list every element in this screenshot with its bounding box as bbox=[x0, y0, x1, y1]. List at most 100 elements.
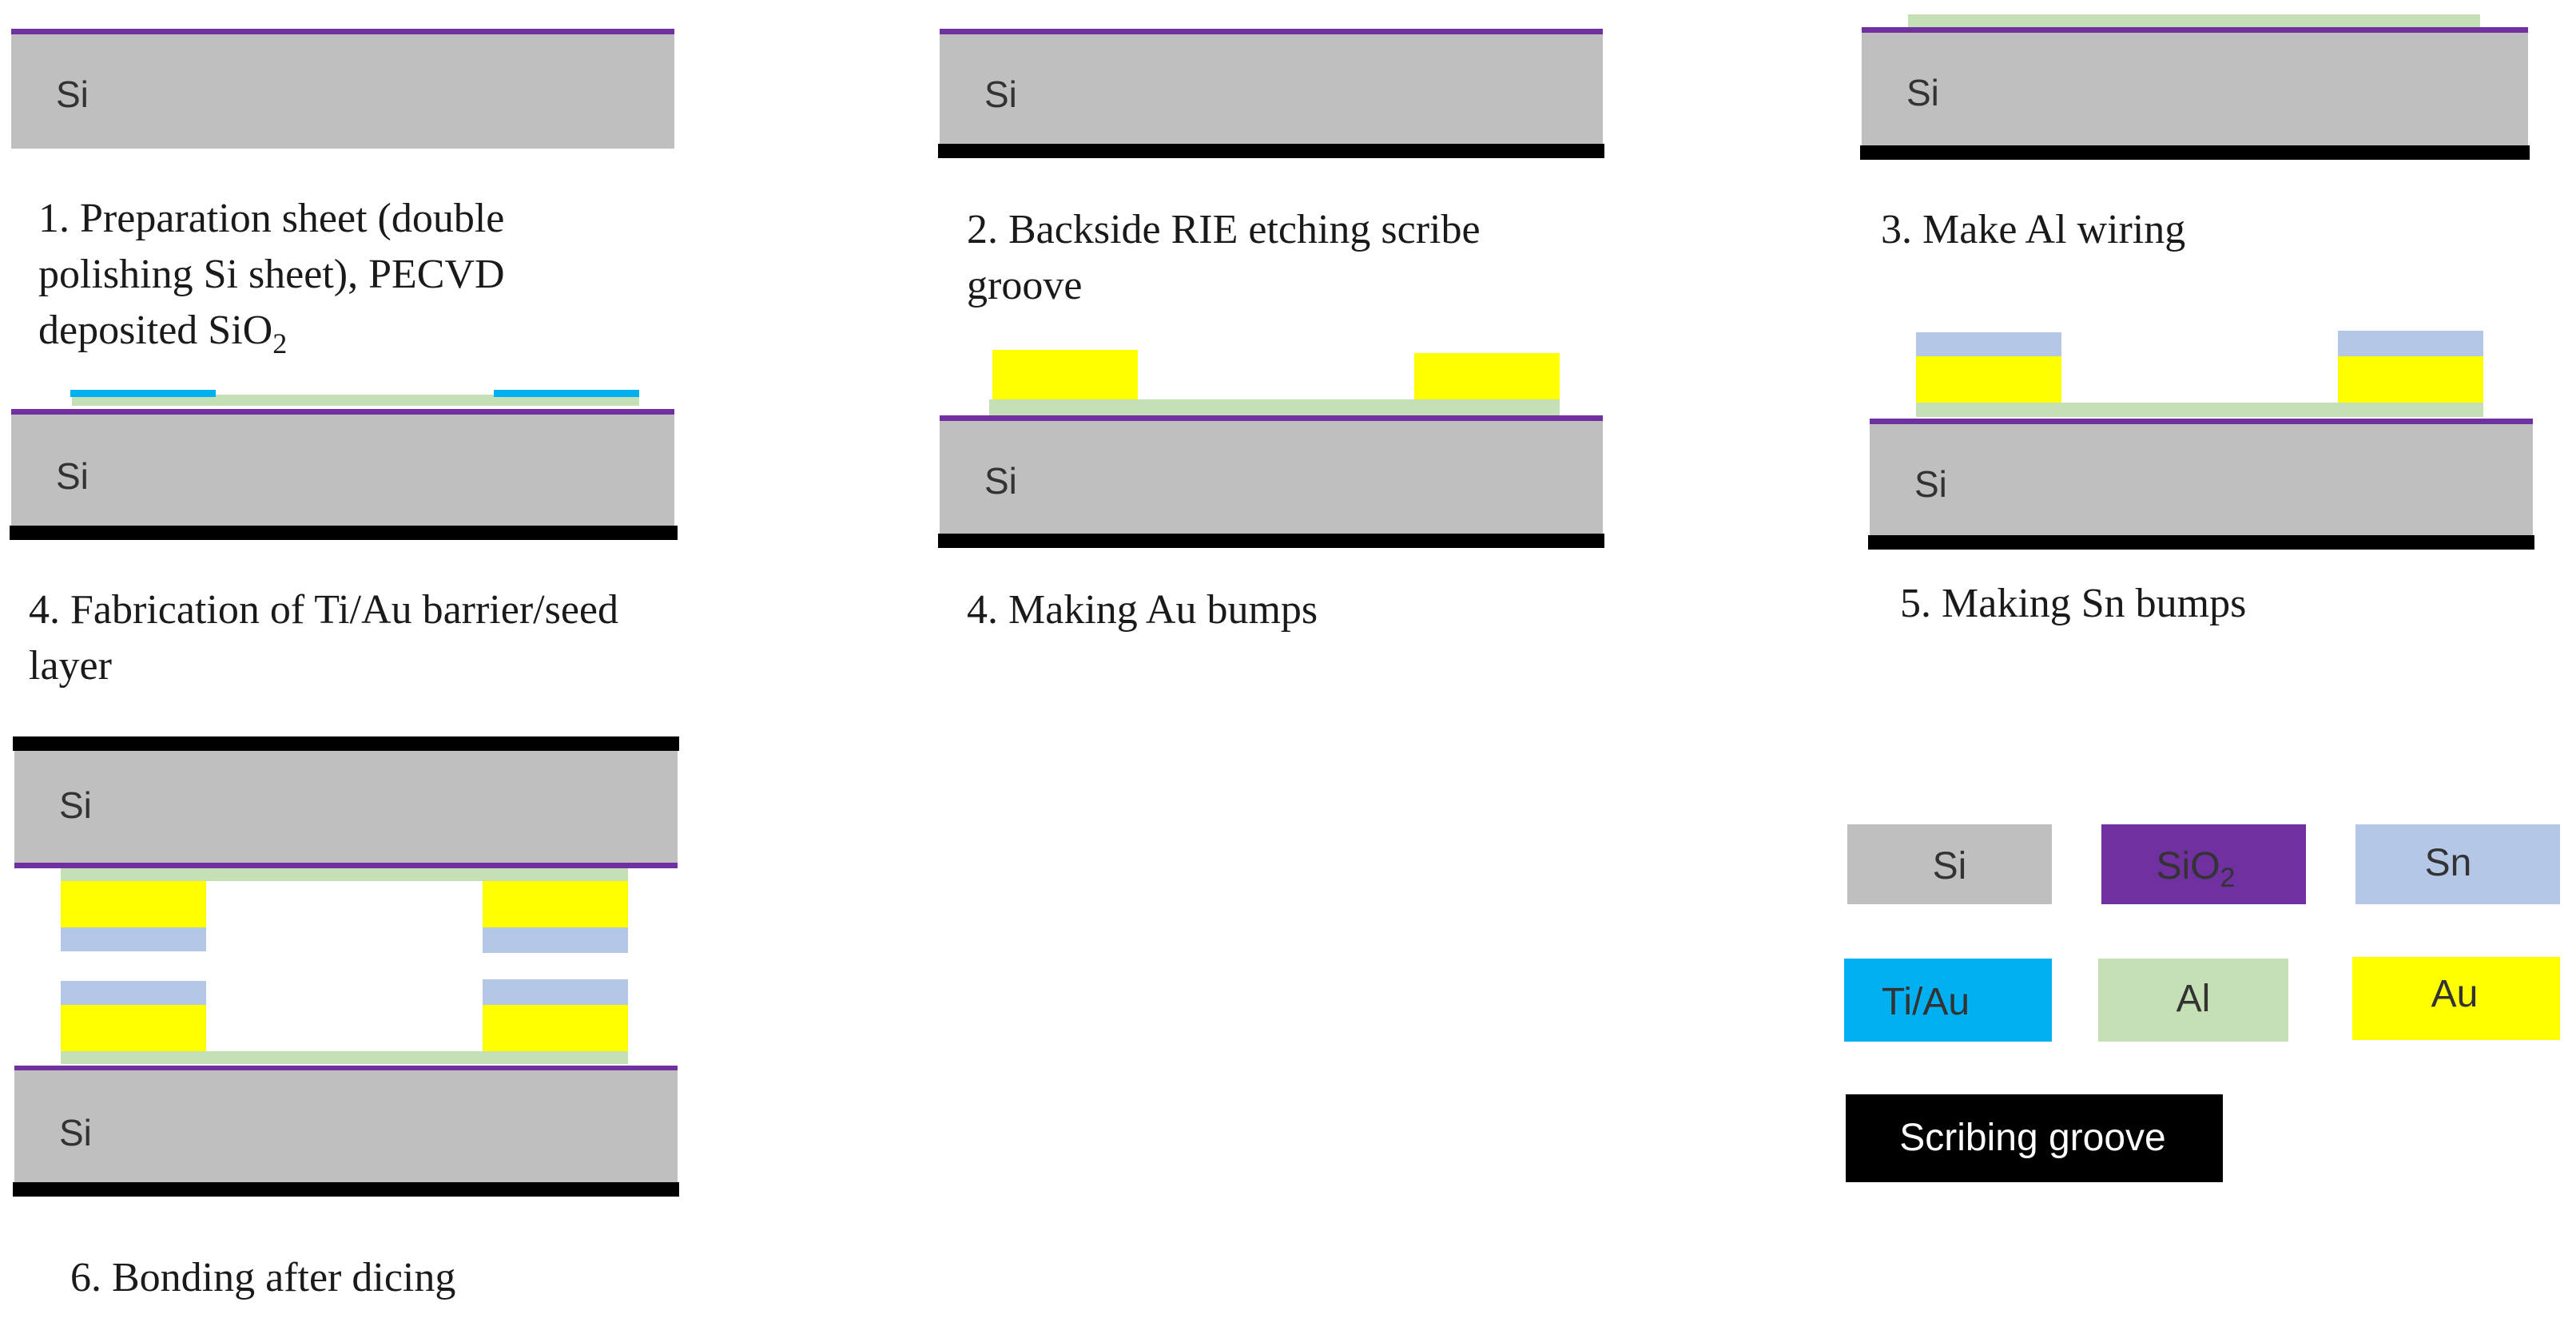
al-wiring bbox=[61, 868, 628, 881]
au-bump bbox=[61, 881, 206, 927]
legend-sn: Sn bbox=[2355, 824, 2560, 904]
caption-line: 2. Backside RIE etching scribe bbox=[967, 207, 1481, 252]
si-substrate bbox=[14, 1070, 678, 1182]
tiau-layer bbox=[70, 390, 216, 397]
step-3-diagram: Si bbox=[1860, 14, 2530, 160]
si-substrate bbox=[14, 751, 678, 863]
sio2-layer bbox=[14, 1066, 678, 1071]
al-wiring bbox=[72, 395, 639, 406]
caption-line: 5. Making Sn bumps bbox=[1900, 581, 2246, 626]
subscript: 2 bbox=[272, 328, 287, 359]
si-substrate bbox=[11, 32, 674, 149]
al-wiring bbox=[989, 399, 1560, 415]
caption-line: 4. Making Au bumps bbox=[967, 587, 1318, 633]
legend-au-swatch bbox=[2352, 957, 2560, 1040]
si-substrate bbox=[1870, 423, 2533, 535]
si-substrate bbox=[1862, 32, 2528, 145]
sio2-layer bbox=[11, 409, 674, 415]
step-1-caption: 1. Preparation sheet (double polishing S… bbox=[38, 196, 505, 359]
caption-line: 4. Fabrication of Ti/Au barrier/seed bbox=[29, 587, 618, 633]
legend-tiau-swatch bbox=[1844, 959, 2052, 1042]
sn-bump bbox=[61, 981, 206, 1005]
sio2-layer bbox=[11, 29, 674, 34]
al-wiring bbox=[1916, 403, 2483, 417]
legend-si: Si bbox=[1847, 824, 2052, 904]
legend-scribe: Scribing groove bbox=[1846, 1094, 2223, 1182]
caption-line: 3. Make Al wiring bbox=[1881, 207, 2185, 252]
subscript: 2 bbox=[2220, 863, 2236, 893]
au-bump bbox=[992, 350, 1138, 399]
legend-tiau-label: Ti/Au bbox=[1882, 981, 1970, 1023]
step-1-diagram: Si bbox=[11, 29, 674, 149]
step-5-diagram: Si bbox=[1868, 331, 2534, 550]
si-substrate bbox=[11, 414, 674, 526]
legend-si-swatch bbox=[1847, 824, 2052, 904]
scribing-groove bbox=[938, 144, 1604, 158]
au-bump bbox=[483, 1005, 628, 1051]
step-2-caption: 2. Backside RIE etching scribe groove bbox=[967, 207, 1481, 308]
legend-si-label: Si bbox=[1933, 845, 1967, 887]
si-substrate bbox=[940, 420, 1603, 534]
si-label: Si bbox=[56, 73, 89, 115]
caption-line: 6. Bonding after dicing bbox=[70, 1255, 455, 1300]
si-label: Si bbox=[56, 455, 89, 497]
scribing-groove bbox=[13, 1182, 679, 1197]
step-6-diagram: Si Si bbox=[13, 736, 679, 1197]
sn-bump bbox=[2338, 331, 2483, 356]
si-label: Si bbox=[984, 460, 1017, 502]
sn-bump bbox=[1916, 332, 2061, 356]
legend-sn-label: Sn bbox=[2425, 842, 2472, 884]
sio2-layer bbox=[1870, 419, 2533, 424]
step-2-diagram: Si bbox=[938, 29, 1604, 158]
caption-line: polishing Si sheet), PECVD bbox=[38, 252, 505, 297]
caption-line: layer bbox=[29, 643, 112, 689]
legend-scribe-swatch bbox=[1846, 1094, 2223, 1182]
sio2-layer bbox=[1862, 27, 2528, 33]
au-bump bbox=[1916, 356, 2061, 403]
step-4-au-caption: 4. Making Au bumps bbox=[967, 587, 1318, 633]
caption-line: groove bbox=[967, 263, 1082, 308]
step-3-caption: 3. Make Al wiring bbox=[1881, 207, 2185, 252]
sio2-layer bbox=[940, 415, 1603, 421]
si-label: Si bbox=[59, 1112, 92, 1153]
legend-au: Au bbox=[2352, 957, 2560, 1040]
si-substrate bbox=[940, 32, 1603, 144]
step-4-au-diagram: Si bbox=[938, 350, 1604, 548]
step-6-caption: 6. Bonding after dicing bbox=[70, 1255, 455, 1300]
tiau-layer bbox=[494, 390, 639, 397]
si-label: Si bbox=[1906, 72, 1939, 113]
scribing-groove bbox=[938, 534, 1604, 548]
caption-line: 1. Preparation sheet (double bbox=[38, 196, 504, 241]
legend-al-label: Al bbox=[2176, 978, 2211, 1020]
scribing-groove bbox=[13, 736, 679, 751]
scribing-groove bbox=[1868, 535, 2534, 550]
sn-bump bbox=[483, 979, 628, 1005]
legend-sio2: SiO2 bbox=[2101, 824, 2306, 904]
step-5-caption: 5. Making Sn bumps bbox=[1900, 581, 2246, 626]
si-label: Si bbox=[1914, 463, 1947, 505]
sn-bump bbox=[61, 927, 206, 951]
legend-sio2-swatch bbox=[2101, 824, 2306, 904]
legend-au-label: Au bbox=[2431, 973, 2479, 1015]
scribing-groove bbox=[1860, 145, 2530, 160]
step-4-tiau-diagram: Si bbox=[10, 390, 678, 540]
legend-sio2-label: SiO2 bbox=[2157, 845, 2236, 893]
step-4-tiau-caption: 4. Fabrication of Ti/Au barrier/seed lay… bbox=[29, 587, 618, 689]
legend-sn-swatch bbox=[2355, 824, 2560, 904]
al-wiring bbox=[61, 1051, 628, 1064]
au-bump bbox=[1414, 353, 1560, 399]
legend-scribe-label: Scribing groove bbox=[1899, 1117, 2166, 1159]
au-bump bbox=[61, 1005, 206, 1051]
legend-tiau: Ti/Au bbox=[1844, 959, 2052, 1042]
si-label: Si bbox=[59, 784, 92, 826]
legend-al: Al bbox=[2098, 959, 2288, 1042]
caption-line: deposited SiO2 bbox=[38, 308, 287, 359]
sn-bump bbox=[483, 927, 628, 953]
au-bump bbox=[483, 881, 628, 927]
scribing-groove bbox=[10, 526, 678, 540]
au-bump bbox=[2338, 356, 2483, 403]
legend: Si SiO2 Sn Ti/Au Al Au Scribing groove bbox=[1844, 824, 2560, 1182]
sio2-layer bbox=[940, 29, 1603, 34]
legend-al-swatch bbox=[2098, 959, 2288, 1042]
